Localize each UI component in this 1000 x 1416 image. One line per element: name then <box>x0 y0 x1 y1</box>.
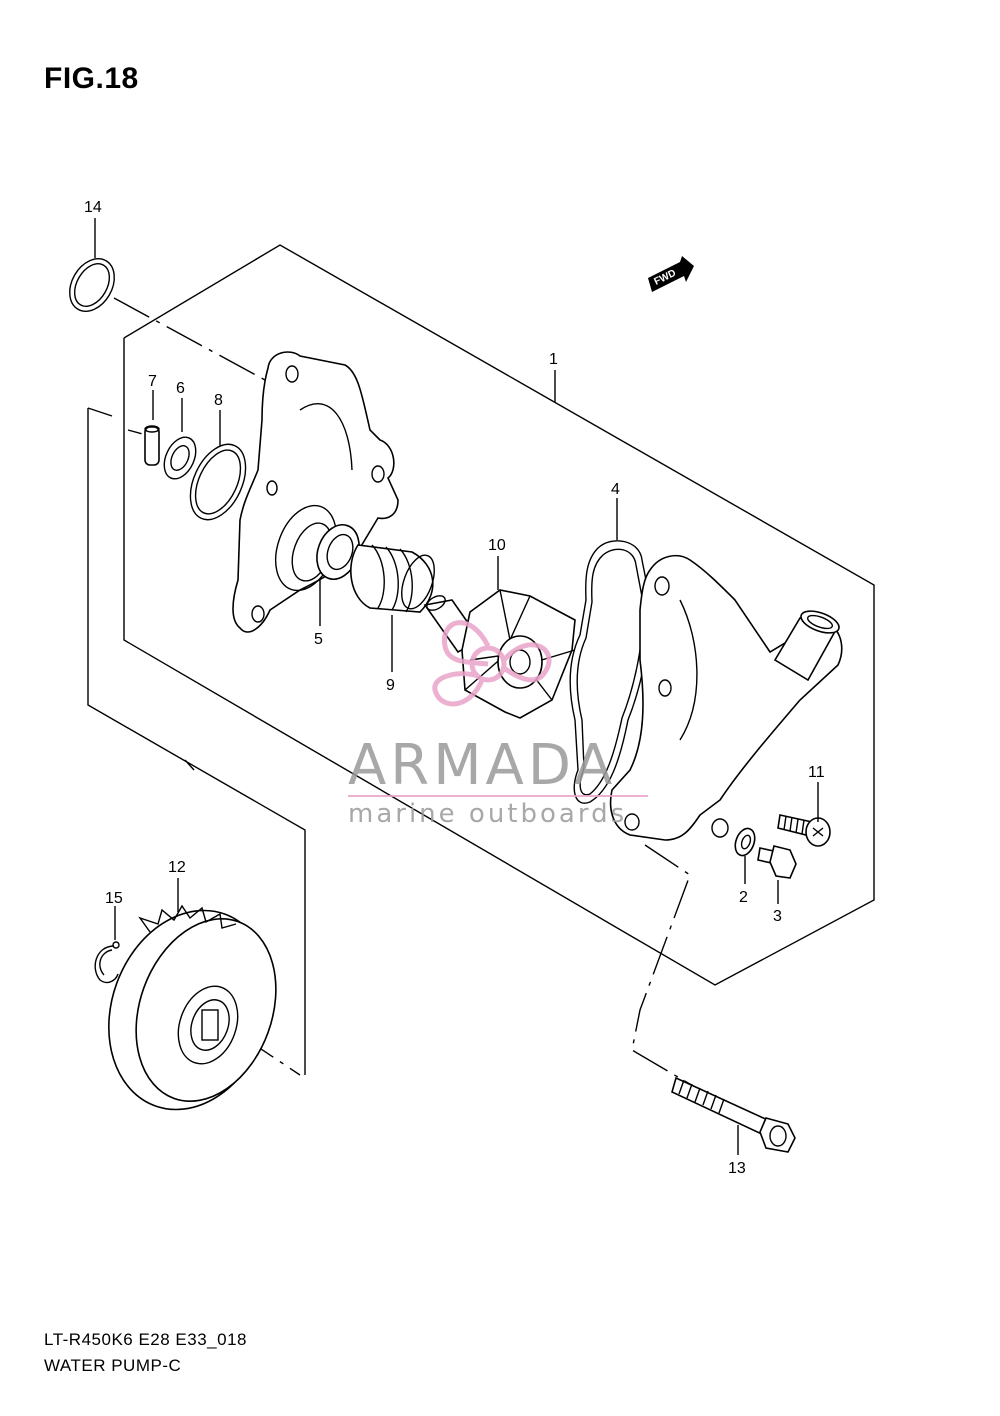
watermark-tagline: marine outboards <box>348 799 627 829</box>
watermark-brand: ARMADA <box>348 733 616 798</box>
callout-8: 8 <box>214 392 223 409</box>
callout-14: 14 <box>84 199 102 216</box>
part-13-long-bolt <box>671 1076 796 1153</box>
callout-15: 15 <box>105 890 123 907</box>
drawing-name: WATER PUMP-C <box>44 1356 182 1375</box>
part-9-bellows-seal <box>350 544 435 613</box>
callout-numbers: 14 1 7 6 8 4 10 5 9 11 2 3 12 15 13 <box>84 199 825 1177</box>
fwd-arrow-badge: FWD <box>648 256 694 292</box>
callout-11: 11 <box>808 764 825 781</box>
pump-cover <box>609 554 843 841</box>
part-5-mechanical-seal <box>316 524 360 580</box>
leader-lines <box>94 218 819 1155</box>
watermark: ARMADA marine outboards <box>348 620 648 829</box>
callout-1: 1 <box>549 351 558 368</box>
callout-5: 5 <box>314 631 323 648</box>
part-2-washer <box>734 827 756 857</box>
callout-13: 13 <box>728 1160 746 1177</box>
drawing-code: LT-R450K6 E28 E33_018 <box>44 1330 247 1349</box>
callout-6: 6 <box>176 380 185 397</box>
part-14-o-ring <box>69 258 115 312</box>
callout-7: 7 <box>148 373 157 390</box>
part-12-pump-gear <box>108 904 277 1111</box>
callout-12: 12 <box>168 859 186 876</box>
part-8-o-ring <box>189 443 247 521</box>
assembly-box-gear <box>87 407 306 1075</box>
part-6-seal-washer <box>163 436 197 480</box>
assembly-box-pump <box>123 244 875 986</box>
callout-2: 2 <box>739 889 748 906</box>
part-7-dowel-pin <box>144 425 160 466</box>
callout-9: 9 <box>386 677 395 694</box>
callout-10: 10 <box>488 537 506 554</box>
callout-4: 4 <box>611 481 620 498</box>
part-3-bolt <box>757 845 797 879</box>
part-15-circlip <box>94 941 120 984</box>
watermark-propeller-logo <box>432 620 552 707</box>
callout-3: 3 <box>773 908 782 925</box>
part-11-screw <box>777 814 831 847</box>
figure-title: FIG.18 <box>44 62 139 95</box>
